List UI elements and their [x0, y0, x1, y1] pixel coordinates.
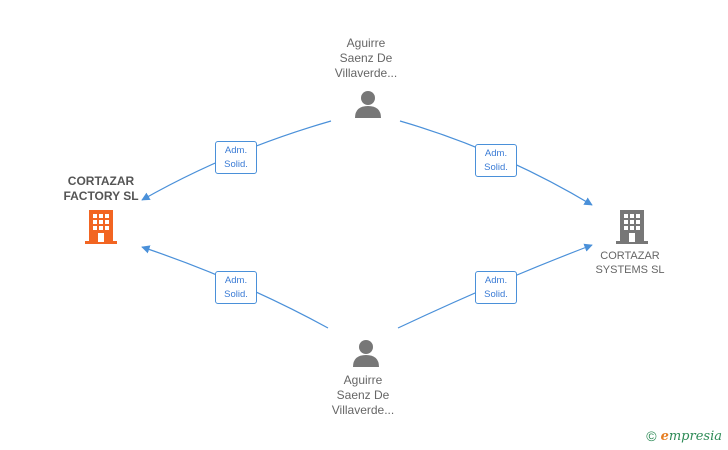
edge-label-line2: Solid.	[224, 289, 248, 300]
person-icon[interactable]	[351, 339, 381, 367]
edge-label-line1: Adm.	[224, 275, 248, 286]
copyright-icon: ©	[646, 428, 657, 444]
person-top-label-line1: Aguirre	[346, 36, 386, 50]
person-icon[interactable]	[353, 90, 383, 118]
brand-rest: mpresia	[668, 428, 722, 444]
edge-label-top-left[interactable]: Adm. Solid.	[215, 141, 257, 174]
person-top-label-line2: Saenz De	[339, 51, 393, 65]
company-left-label-line1: CORTAZAR	[67, 174, 135, 188]
brand-logo: empresia	[661, 429, 722, 444]
edge-label-bottom-right[interactable]: Adm. Solid.	[475, 271, 517, 304]
edge-label-line1: Adm.	[484, 275, 508, 286]
person-bottom-label[interactable]: Aguirre Saenz De Villaverde...	[313, 373, 413, 418]
building-icon[interactable]	[616, 208, 648, 244]
building-icon[interactable]	[85, 208, 117, 244]
brand-initial: e	[660, 428, 669, 444]
company-left-label[interactable]: CORTAZAR FACTORY SL	[46, 174, 156, 204]
edge-label-top-right[interactable]: Adm. Solid.	[475, 144, 517, 177]
footer-brand: © empresia	[646, 428, 722, 444]
person-top-label-line3: Villaverde...	[334, 66, 398, 80]
company-left-label-line2: FACTORY SL	[63, 189, 139, 203]
person-bottom-label-line2: Saenz De	[336, 388, 390, 402]
person-bottom-label-line1: Aguirre	[343, 373, 383, 387]
person-bottom-label-line3: Villaverde...	[331, 403, 395, 417]
edge-label-line1: Adm.	[224, 145, 248, 156]
edge-label-line2: Solid.	[484, 162, 508, 173]
edge-label-line2: Solid.	[224, 159, 248, 170]
person-top-label[interactable]: Aguirre Saenz De Villaverde...	[316, 36, 416, 81]
edge-label-line2: Solid.	[484, 289, 508, 300]
edge-label-bottom-left[interactable]: Adm. Solid.	[215, 271, 257, 304]
company-right-label[interactable]: CORTAZAR SYSTEMS SL	[580, 249, 680, 277]
company-right-label-line2: SYSTEMS SL	[595, 264, 665, 276]
edge-label-line1: Adm.	[484, 148, 508, 159]
company-right-label-line1: CORTAZAR	[600, 250, 660, 262]
